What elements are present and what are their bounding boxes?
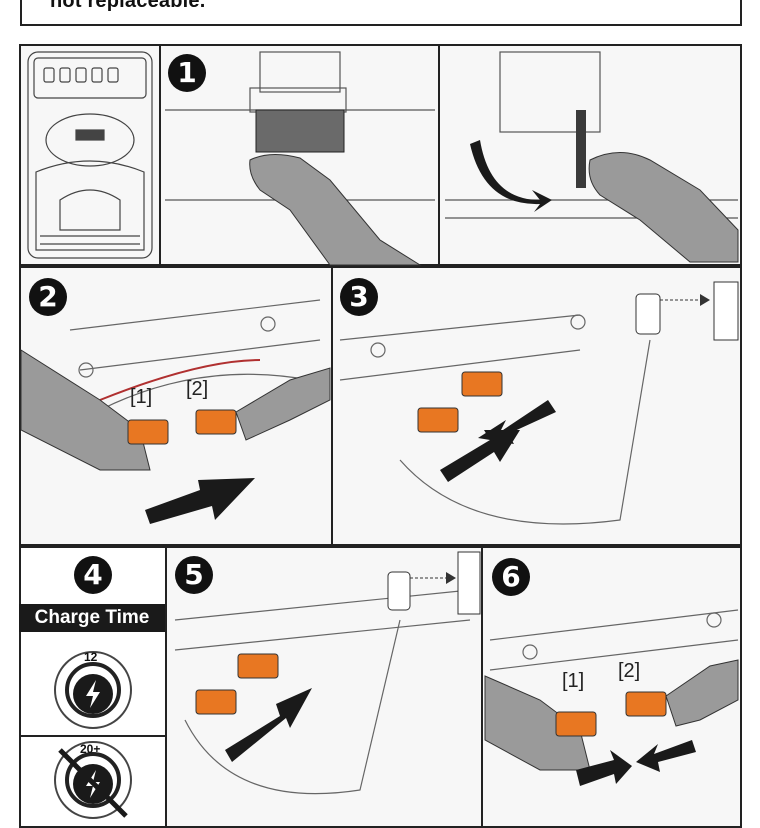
hand-icon — [20, 349, 151, 471]
warning-banner: not replaceable. — [20, 0, 742, 26]
charge-hours-20: 20+ — [80, 742, 101, 756]
panel-5-disconnect-charger — [165, 546, 483, 828]
connector-2 — [195, 409, 237, 435]
double-arrow-icon — [145, 478, 255, 524]
connector-2 — [417, 407, 459, 433]
hand-icon — [665, 659, 739, 727]
arrow-icon — [478, 400, 556, 444]
double-arrow-icon — [225, 688, 312, 762]
hand-icon — [249, 154, 422, 266]
step-2-badge: 2 — [29, 278, 67, 316]
panel6-label-2: [2] — [618, 660, 641, 682]
charger-plug-icon — [635, 293, 661, 335]
step-6-badge: 6 — [492, 558, 530, 596]
step-1-badge: 1 — [168, 54, 206, 92]
connector-1 — [461, 371, 503, 397]
arrow-icon — [576, 750, 632, 786]
hand-icon — [588, 152, 739, 263]
connector-2 — [195, 689, 237, 715]
warning-text: not replaceable. — [50, 0, 206, 12]
connector-1 — [555, 711, 597, 737]
panel-1a-vehicle-overview — [19, 44, 161, 266]
arrow-icon — [636, 740, 696, 772]
step-4-badge: 4 — [74, 556, 112, 594]
charge-clock-12-icon — [54, 651, 132, 729]
charge-time-title: Charge Time — [19, 604, 165, 632]
vehicle-outline — [27, 51, 153, 259]
wall-outlet-icon — [457, 551, 481, 615]
connector-1 — [127, 419, 169, 445]
arrow-icon — [440, 430, 520, 482]
panel2-label-2: [2] — [186, 378, 209, 400]
connector-1 — [237, 653, 279, 679]
curved-arrow-icon — [470, 140, 552, 212]
panel2-label-1: [1] — [130, 386, 153, 408]
hand-icon — [235, 367, 331, 441]
charger-plug-icon — [387, 571, 411, 611]
panel6-label-1: [1] — [562, 670, 585, 692]
wall-outlet-icon — [713, 281, 739, 341]
panel-1c-pull-latch — [438, 44, 742, 266]
charge-hours-12: 12 — [84, 650, 98, 664]
latch-bar — [576, 110, 586, 188]
charge-clock-20-icon — [54, 741, 132, 819]
step-3-badge: 3 — [340, 278, 378, 316]
step-5-badge: 5 — [175, 556, 213, 594]
connector-2 — [625, 691, 667, 717]
panel-3-connect-charger — [331, 266, 742, 546]
cover-flap — [255, 109, 345, 153]
